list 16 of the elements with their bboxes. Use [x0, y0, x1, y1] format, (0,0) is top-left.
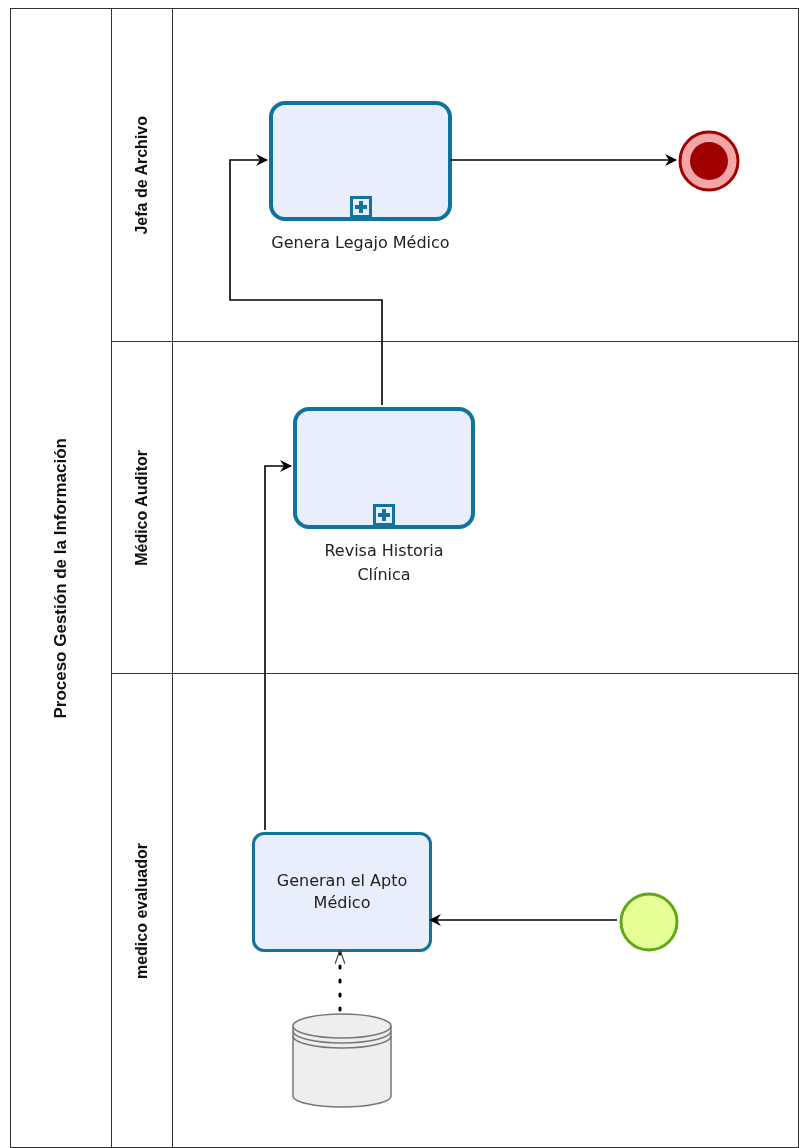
pool-title: Proceso Gestión de la Información: [51, 437, 71, 719]
sequence-flow-arrow: [264, 460, 292, 831]
sequence-flow-arrow: [229, 154, 383, 406]
pool: [10, 8, 799, 1148]
task-box: [252, 832, 432, 952]
data-association-arrow: [334, 948, 346, 1012]
lane-title: medico evaluador: [133, 843, 151, 980]
lane-title: Médico Auditor: [133, 449, 151, 566]
subprocess-label: Genera Legajo Médico: [270, 232, 451, 254]
sequence-flow-arrow: [429, 914, 618, 926]
swimlane: [111, 673, 799, 1148]
swimlane: [111, 341, 799, 673]
task-label: Generan el Apto Médico: [275, 870, 409, 914]
lane-title: Jefa de Archivo: [133, 115, 151, 235]
sequence-flow-arrow: [449, 154, 677, 166]
subprocess-label: Revisa Historia Clínica: [323, 540, 445, 586]
